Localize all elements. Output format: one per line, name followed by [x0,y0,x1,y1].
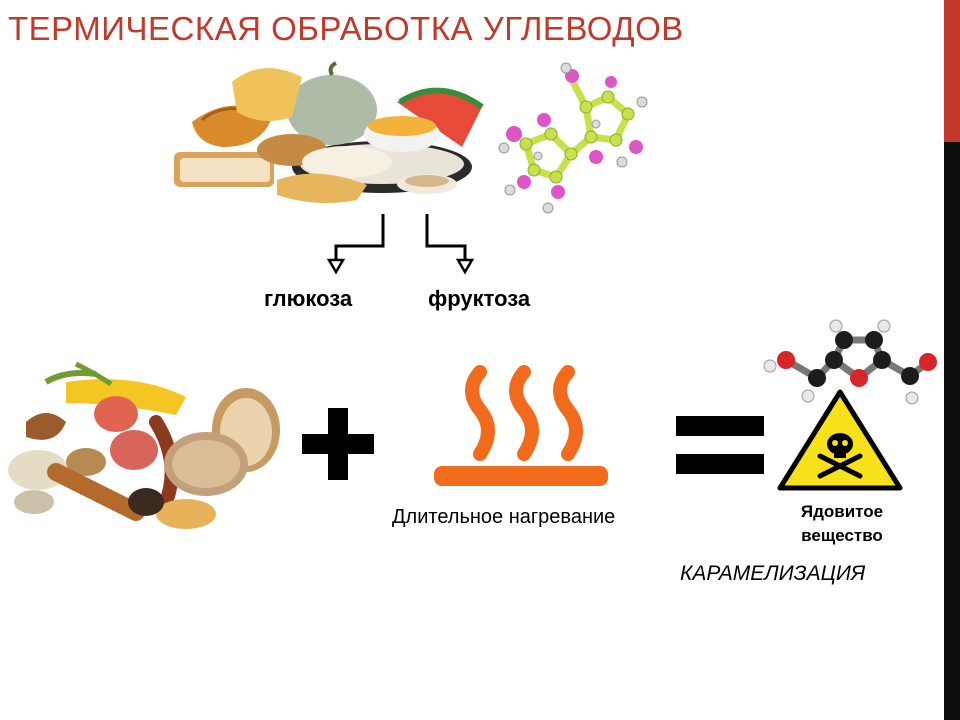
carb-foods-photo [172,61,484,207]
grains-vegetables-photo [8,361,280,529]
poison-label-line2: вещество [801,526,883,545]
poison-label: Ядовитое вещество [780,500,904,548]
equals-icon [676,416,764,474]
branch-arrows [326,214,475,275]
glucose-label: глюкоза [264,286,353,311]
toxic-warning-icon [777,389,903,491]
poison-label-line1: Ядовитое [800,502,884,521]
slide-side-bar-accent [944,0,960,142]
fructose-label: фруктоза [428,286,531,311]
caramelization-label: КАРАМЕЛИЗАЦИЯ [680,562,866,585]
slide-title: ТЕРМИЧЕСКАЯ ОБРАБОТКА УГЛЕВОДОВ [8,10,684,47]
heat-icon [434,365,608,486]
furan-molecule [763,319,937,405]
slide-side-bar [944,0,960,720]
plus-icon [302,408,374,480]
sugar-molecule [498,62,648,214]
heating-label: Длительное нагревание [392,506,616,528]
